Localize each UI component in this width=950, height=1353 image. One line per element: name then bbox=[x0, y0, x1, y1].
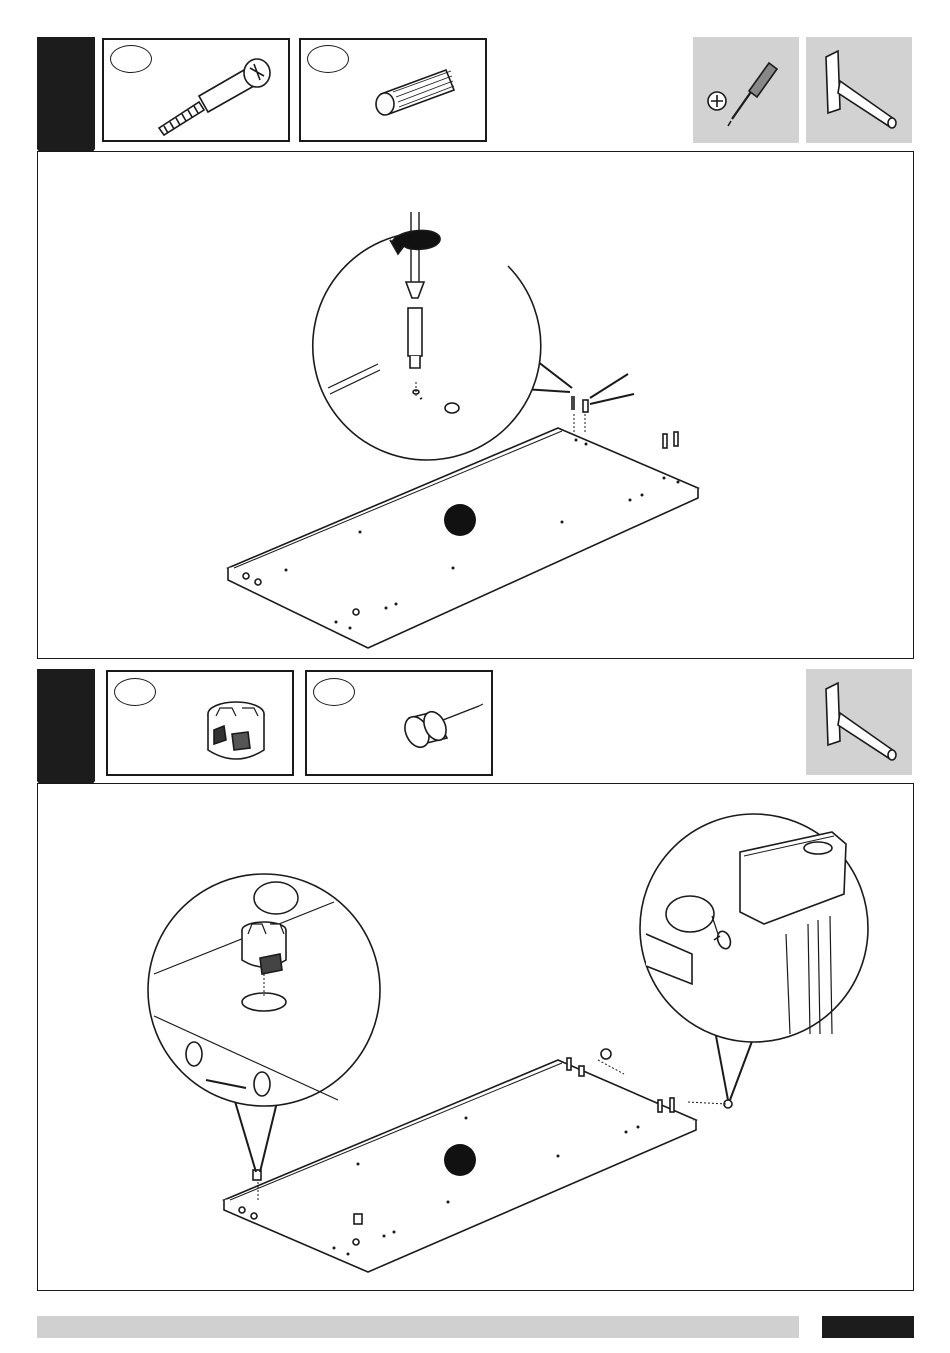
step-2-assembly-drawing bbox=[38, 784, 915, 1292]
tool-box-hammer bbox=[806, 37, 912, 143]
callout-label-oval bbox=[254, 882, 298, 914]
panel-label-marker bbox=[444, 504, 476, 536]
hammer-icon bbox=[806, 669, 912, 775]
footer-page-block bbox=[822, 1316, 914, 1338]
footer-bar bbox=[37, 1316, 799, 1338]
tool-box-screwdriver bbox=[693, 37, 799, 143]
nail-glide-icon bbox=[307, 672, 495, 778]
step-2-diagram-frame bbox=[37, 783, 914, 1291]
part-box-dowel bbox=[299, 38, 487, 142]
panel-label-marker bbox=[444, 1144, 476, 1176]
screwdriver-icon bbox=[693, 37, 799, 143]
part-box-cam-bolt bbox=[102, 38, 290, 142]
tool-box-hammer bbox=[806, 669, 912, 775]
part-box-cam-lock bbox=[106, 670, 294, 776]
wooden-dowel-icon bbox=[301, 40, 489, 144]
cam-lock-icon bbox=[108, 672, 296, 778]
callout-label-oval bbox=[666, 896, 714, 932]
callout-circle-left bbox=[313, 212, 541, 460]
step-1-assembly-drawing bbox=[38, 152, 915, 660]
part-box-nail-glide bbox=[305, 670, 493, 776]
step-1-diagram-frame bbox=[37, 151, 914, 659]
hammer-icon bbox=[806, 37, 912, 143]
cam-bolt-icon bbox=[104, 40, 292, 144]
